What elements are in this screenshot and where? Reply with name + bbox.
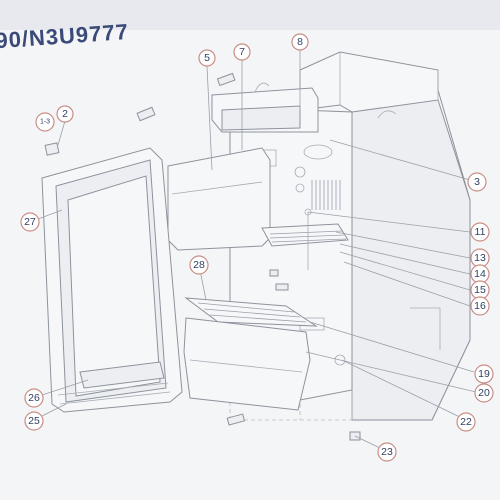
svg-text:15: 15: [474, 284, 486, 296]
svg-text:28: 28: [193, 259, 205, 271]
svg-text:19: 19: [478, 368, 490, 380]
callout-1-3: 1-3: [35, 112, 55, 132]
wire-shelf: [261, 208, 349, 270]
callout-2: 2: [56, 105, 74, 123]
crisper-shelf: [184, 297, 318, 327]
callout-14: 14: [470, 264, 490, 284]
paper-top-shadow: [0, 0, 500, 30]
callout-13: 13: [470, 248, 490, 268]
svg-text:14: 14: [474, 268, 486, 280]
main-door: [41, 147, 183, 413]
evaporator-fins: [311, 180, 341, 210]
svg-text:8: 8: [297, 36, 303, 48]
svg-text:16: 16: [474, 300, 486, 312]
callout-20: 20: [474, 383, 494, 403]
callout-19: 19: [474, 364, 494, 384]
svg-text:7: 7: [239, 46, 245, 58]
callout-27: 27: [20, 212, 40, 232]
svg-text:5: 5: [204, 52, 210, 64]
callout-26: 26: [24, 388, 44, 408]
callout-8: 8: [291, 33, 309, 51]
svg-text:20: 20: [478, 387, 490, 399]
svg-text:3: 3: [474, 176, 480, 188]
callout-5: 5: [198, 49, 216, 67]
callout-23: 23: [377, 442, 397, 462]
svg-text:25: 25: [28, 415, 40, 427]
callout-22: 22: [456, 412, 476, 432]
callout-7: 7: [233, 43, 251, 61]
leader-lines: [29, 50, 477, 449]
top-control-panel: [211, 82, 397, 160]
callout-3: 3: [467, 172, 487, 192]
callout-11: 11: [470, 222, 490, 242]
svg-text:23: 23: [381, 446, 393, 458]
svg-text:1-3: 1-3: [40, 119, 50, 126]
callout-28: 28: [189, 255, 209, 275]
callout-25: 25: [24, 411, 44, 431]
small-parts: [44, 72, 361, 441]
svg-text:26: 26: [28, 392, 40, 404]
freezer-door: [167, 147, 271, 251]
svg-text:13: 13: [474, 252, 486, 264]
callout-15: 15: [470, 280, 490, 300]
svg-text:11: 11: [475, 226, 486, 238]
svg-text:27: 27: [24, 216, 36, 228]
svg-text:2: 2: [62, 108, 68, 120]
crisper-drawer: [183, 317, 311, 411]
callout-16: 16: [470, 296, 490, 316]
svg-text:22: 22: [460, 416, 472, 428]
